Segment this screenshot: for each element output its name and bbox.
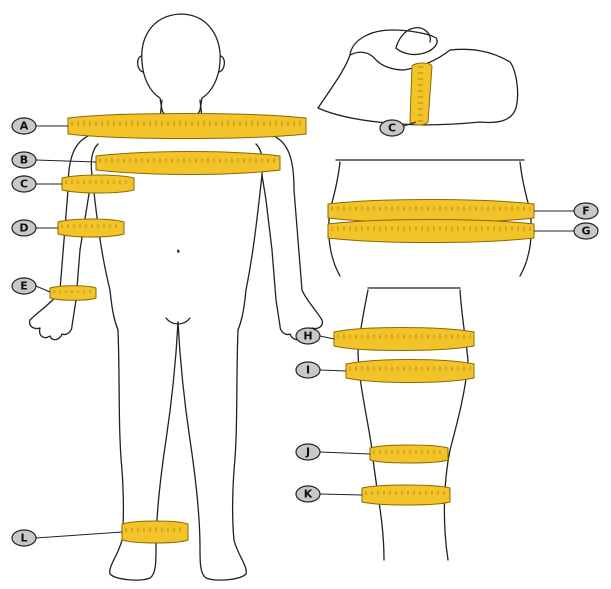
marker-B: B bbox=[12, 152, 36, 168]
tape-C-arm bbox=[410, 63, 432, 125]
tape-B bbox=[96, 152, 280, 175]
marker-C-left-label: C bbox=[20, 178, 28, 191]
marker-F: F bbox=[574, 203, 598, 219]
marker-D-label: D bbox=[19, 222, 28, 235]
marker-C-arm-label: C bbox=[388, 122, 396, 135]
marker-J: J bbox=[296, 444, 320, 460]
tape-D bbox=[58, 219, 124, 237]
tape-H bbox=[334, 328, 474, 351]
tape-I bbox=[346, 360, 474, 383]
marker-B-label: B bbox=[20, 154, 28, 167]
marker-C-arm: C bbox=[380, 120, 404, 136]
marker-G-label: G bbox=[581, 225, 590, 238]
marker-L-label: L bbox=[20, 532, 27, 545]
marker-I: I bbox=[296, 362, 320, 378]
marker-K-label: K bbox=[304, 488, 313, 501]
marker-H-label: H bbox=[303, 330, 312, 343]
marker-A-label: A bbox=[20, 120, 29, 133]
marker-E-label: E bbox=[20, 280, 28, 293]
marker-D: D bbox=[12, 220, 36, 236]
marker-I-label: I bbox=[306, 364, 310, 377]
tape-C-left bbox=[62, 175, 134, 193]
marker-L: L bbox=[12, 530, 36, 546]
marker-F-label: F bbox=[582, 205, 590, 218]
marker-J-label: J bbox=[305, 446, 310, 459]
marker-G: G bbox=[574, 223, 598, 239]
tape-G bbox=[328, 220, 534, 243]
marker-H: H bbox=[296, 328, 320, 344]
tape-L bbox=[122, 521, 188, 543]
marker-K: K bbox=[296, 486, 320, 502]
tape-J bbox=[370, 445, 448, 463]
tape-K bbox=[362, 485, 450, 505]
tape-E bbox=[50, 286, 96, 301]
tape-A bbox=[68, 114, 306, 139]
marker-C-left: C bbox=[12, 176, 36, 192]
marker-A: A bbox=[12, 118, 36, 134]
marker-E: E bbox=[12, 278, 36, 294]
